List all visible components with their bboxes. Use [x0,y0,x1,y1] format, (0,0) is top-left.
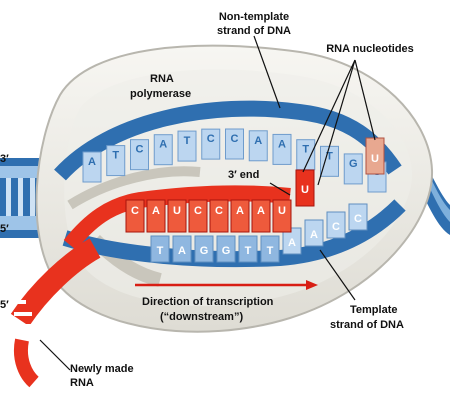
svg-text:A: A [236,205,244,217]
template-base-2: G [194,235,214,263]
free-nucleotide-label-0: U [301,184,309,196]
label-rna-polymerase-2: polymerase [130,88,191,100]
rna-base-0: C [125,199,145,233]
nt-base-11: G [343,153,363,185]
svg-text:A: A [159,139,167,151]
rna-base-1: A [146,199,166,233]
svg-text:G: G [222,245,231,257]
svg-text:G: G [349,158,358,170]
template-base-9: C [348,203,368,231]
svg-text:T: T [326,150,333,162]
free-nucleotide-u1: U [295,169,315,207]
label-rna-polymerase-1: RNA [150,73,174,85]
svg-text:C: C [136,144,144,156]
template-base-3: G [216,235,236,263]
nt-base-4: T [177,130,197,162]
template-base-7: A [304,219,324,247]
nt-base-7: A [248,130,268,162]
label-3-prime-end: 3′ end [228,169,259,181]
nt-base-5: C [201,128,221,160]
template-base-0: T [150,235,170,263]
label-rna-nucleotides: RNA nucleotides [326,43,414,55]
svg-text:T: T [267,245,274,257]
free-nucleotides: U U [295,137,385,207]
template-base-4: T [238,235,258,263]
label-non-template-1: Non-template [219,11,289,23]
label-template-1: Template [350,304,397,316]
nt-base-2: C [130,139,149,171]
label-pointers [39,35,376,371]
free-nucleotide-u2: U [365,137,385,175]
label-3-prime-left: 3′ [0,153,9,165]
svg-text:T: T [245,245,252,257]
label-direction-2: (“downstream”) [160,311,243,323]
rna-base-3: C [188,199,208,233]
label-newly-made-1: Newly made [70,363,134,375]
template-base-6: A [282,227,302,255]
svg-text:A: A [257,205,265,217]
label-template-2: strand of DNA [330,319,404,331]
svg-text:A: A [178,245,186,257]
svg-text:A: A [254,135,262,147]
template-strand: T A G G T T A A C C [62,199,406,268]
svg-text:C: C [332,221,340,233]
nt-base-3: A [153,134,173,166]
free-nucleotide-label-1: U [371,153,379,165]
svg-text:C: C [207,133,215,145]
svg-text:T: T [302,144,309,156]
direction-arrow [135,280,318,290]
rna-base-6: A [251,199,271,233]
svg-text:A: A [278,138,286,150]
svg-text:A: A [310,229,318,241]
svg-text:U: U [173,205,181,217]
svg-text:A: A [88,156,96,168]
svg-text:C: C [215,205,223,217]
label-non-template-2: strand of DNA [217,25,291,37]
svg-text:C: C [231,133,239,145]
svg-text:C: C [131,205,139,217]
svg-text:T: T [184,135,191,147]
label-newly-made-2: RNA [70,377,94,389]
rna-base-5: A [230,199,250,233]
svg-text:C: C [194,205,202,217]
svg-text:A: A [152,205,160,217]
dna-left-duplex [0,158,42,238]
svg-text:C: C [354,213,362,225]
rna-base-4: C [209,199,229,233]
nt-base-6: C [225,128,244,160]
template-base-1: A [172,235,192,263]
rna-base-7: U [272,199,292,233]
label-5-prime-left: 5′ [0,223,9,235]
template-base-5: T [260,235,280,263]
nt-base-0: A [82,151,102,183]
svg-text:T: T [157,245,164,257]
nt-base-8: A [272,133,292,165]
svg-text:T: T [112,150,119,162]
newly-made-rna [8,238,101,388]
svg-text:G: G [200,245,209,257]
svg-text:A: A [288,237,296,249]
label-5-prime-rna: 5′ [0,299,9,311]
nt-base-1: T [106,145,126,177]
rna-base-2: U [167,199,187,233]
label-direction-1: Direction of transcription [142,296,274,308]
svg-text:U: U [278,205,286,217]
template-base-8: C [326,211,346,239]
nt-base-10: T [320,145,339,177]
